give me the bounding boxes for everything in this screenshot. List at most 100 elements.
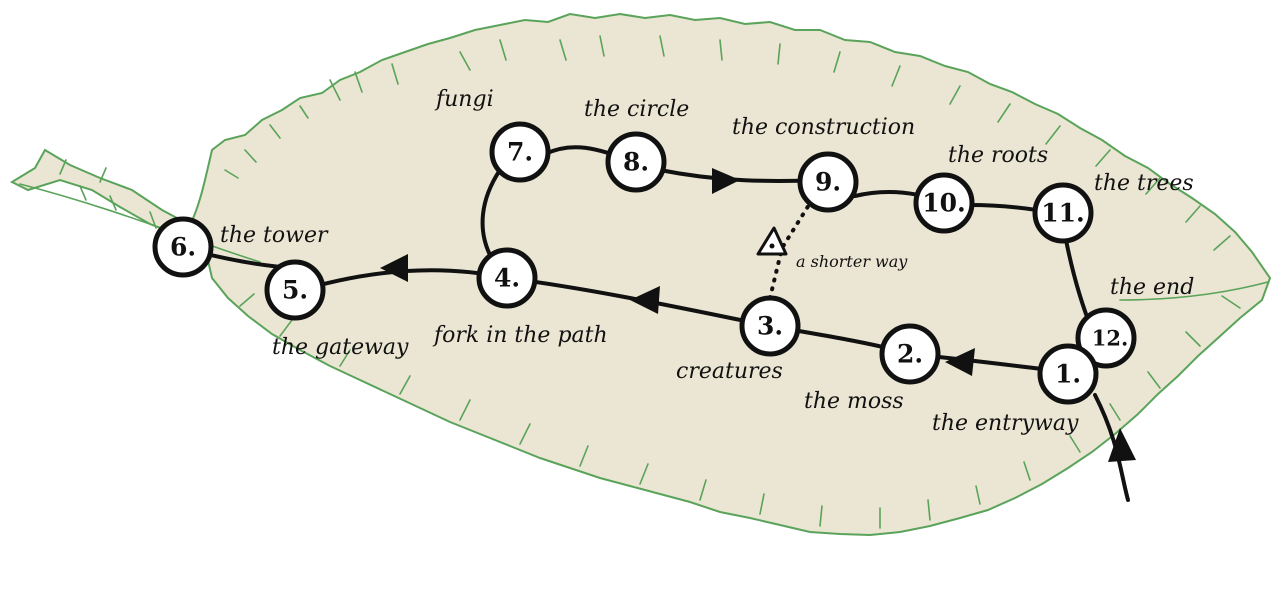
stop-3-number: 3. xyxy=(757,312,783,341)
leaf-vein-tick xyxy=(1147,371,1161,389)
stop-1: 1. xyxy=(1037,343,1099,405)
stop-2-circle xyxy=(879,323,941,385)
leaf-midrib-tip xyxy=(1119,281,1269,301)
leaf-vein-tick xyxy=(59,159,67,175)
leaf-midrib xyxy=(19,183,261,263)
leaf-vein-tick xyxy=(239,293,255,307)
stop-8: 8. xyxy=(605,131,667,193)
leaf-vein-tick xyxy=(1069,435,1081,453)
leaf-vein-tick xyxy=(79,185,87,201)
stop-6-circle xyxy=(152,216,214,278)
stop-8-label: the circle xyxy=(584,97,689,122)
leaf-vein-tick xyxy=(659,35,665,57)
stop-6-number: 6. xyxy=(170,233,196,262)
leaf-vein-tick xyxy=(639,463,649,485)
leaf-vein-tick xyxy=(579,445,589,467)
stop-12-label: the end xyxy=(1110,275,1194,300)
stop-11-number: 11. xyxy=(1041,199,1085,228)
leaf-vein-tick xyxy=(269,124,281,139)
stop-3-label: creatures xyxy=(676,359,783,384)
leaf-vein-tick xyxy=(599,35,605,57)
leaf-vein-tick xyxy=(224,169,239,179)
leaf-vein-tick xyxy=(699,479,707,501)
arrowheads xyxy=(380,168,1136,462)
leaf-vein-tick xyxy=(354,71,363,93)
leaf-vein-tick xyxy=(459,399,471,421)
leaf-vein-tick xyxy=(499,39,507,61)
stop-4-number: 4. xyxy=(494,264,520,293)
leaf-vein-tick xyxy=(759,493,765,515)
stop-8-number: 8. xyxy=(623,148,649,177)
leaf-vein-tick xyxy=(891,65,901,87)
leaf-vein-tick xyxy=(777,43,781,65)
leaf-vein-tick xyxy=(99,167,107,183)
stop-12: 12. xyxy=(1075,307,1137,369)
stop-1-number: 1. xyxy=(1055,360,1081,389)
stop-10-circle xyxy=(913,172,975,234)
arrowhead-icon xyxy=(380,254,408,282)
triangle-marker-icon xyxy=(756,226,788,256)
leaf-vein-tick xyxy=(399,375,411,395)
leaf-vein-tick xyxy=(1213,235,1231,251)
shortcut-path xyxy=(756,198,814,300)
stop-6-label: the tower xyxy=(220,223,329,248)
stop-4-label: fork in the path xyxy=(432,323,608,348)
stop-12-number: 12. xyxy=(1092,326,1129,351)
stop-5-circle xyxy=(264,259,326,321)
leaf-vein-tick xyxy=(719,39,723,61)
stop-5: 5. xyxy=(264,259,326,321)
stop-11-circle xyxy=(1032,182,1094,244)
stop-2-label: the moss xyxy=(804,389,904,414)
leaf-vein-tick xyxy=(391,63,399,85)
stop-3: 3. xyxy=(739,295,801,357)
arrowhead-icon xyxy=(712,168,740,194)
stop-9-number: 9. xyxy=(815,168,841,197)
stop-4: 4. xyxy=(476,247,538,309)
leaf-body xyxy=(9,12,1272,537)
segment-4-7 xyxy=(480,168,502,257)
stop-12-circle xyxy=(1075,307,1137,369)
stop-10: 10. xyxy=(913,172,975,234)
leaf-vein-tick xyxy=(1045,125,1061,145)
leaf-vein-tick xyxy=(559,39,567,61)
leaf-vein-tick xyxy=(339,349,351,367)
stop-7: 7. xyxy=(489,121,551,183)
shortcut-label: a shorter way xyxy=(796,252,908,271)
leaf-vein-tick xyxy=(299,105,309,119)
stop-11-label: the trees xyxy=(1094,171,1194,196)
stop-9-circle xyxy=(797,151,859,213)
shortcut-dotted-line xyxy=(768,198,814,300)
stop-1-label: the entryway xyxy=(932,411,1079,436)
leaf-vein-tick xyxy=(1109,403,1121,421)
leaf-vein-tick xyxy=(1145,177,1161,195)
leaf-icon xyxy=(9,12,1272,537)
stop-7-label: fungi xyxy=(434,87,494,112)
stop-2-number: 2. xyxy=(897,340,923,369)
arrowhead-icon xyxy=(945,348,975,376)
stop-2: 2. xyxy=(879,323,941,385)
leaf-vein-tick xyxy=(519,423,531,445)
leaf-vein-tick xyxy=(1185,205,1201,223)
stop-4-circle xyxy=(476,247,538,309)
stop-7-circle xyxy=(489,121,551,183)
leaf-vein-tick xyxy=(1095,149,1111,167)
leaf-vein-tick xyxy=(279,319,293,337)
arrowhead-icon xyxy=(1108,428,1136,462)
leaf-vein-tick xyxy=(459,51,471,71)
stop-9: 9. xyxy=(797,151,859,213)
stop-9-label: the construction xyxy=(732,115,915,140)
stop-6: 6. xyxy=(152,216,214,278)
stop-8-circle xyxy=(605,131,667,193)
stop-10-label: the roots xyxy=(948,143,1048,168)
leaf-vein-tick xyxy=(244,149,257,163)
leaf-vein-tick xyxy=(975,485,981,505)
leaf-vein-tick xyxy=(109,195,117,211)
stop-1-circle xyxy=(1037,343,1099,405)
stop-11: 11. xyxy=(1032,182,1094,244)
stop-3-circle xyxy=(739,295,801,357)
leaf-vein-tick xyxy=(1185,331,1201,347)
leaf-vein-tick xyxy=(1023,461,1031,481)
leaf-vein-tick xyxy=(833,51,841,73)
stop-10-number: 10. xyxy=(922,189,966,218)
leaf-vein-tick xyxy=(949,85,961,105)
